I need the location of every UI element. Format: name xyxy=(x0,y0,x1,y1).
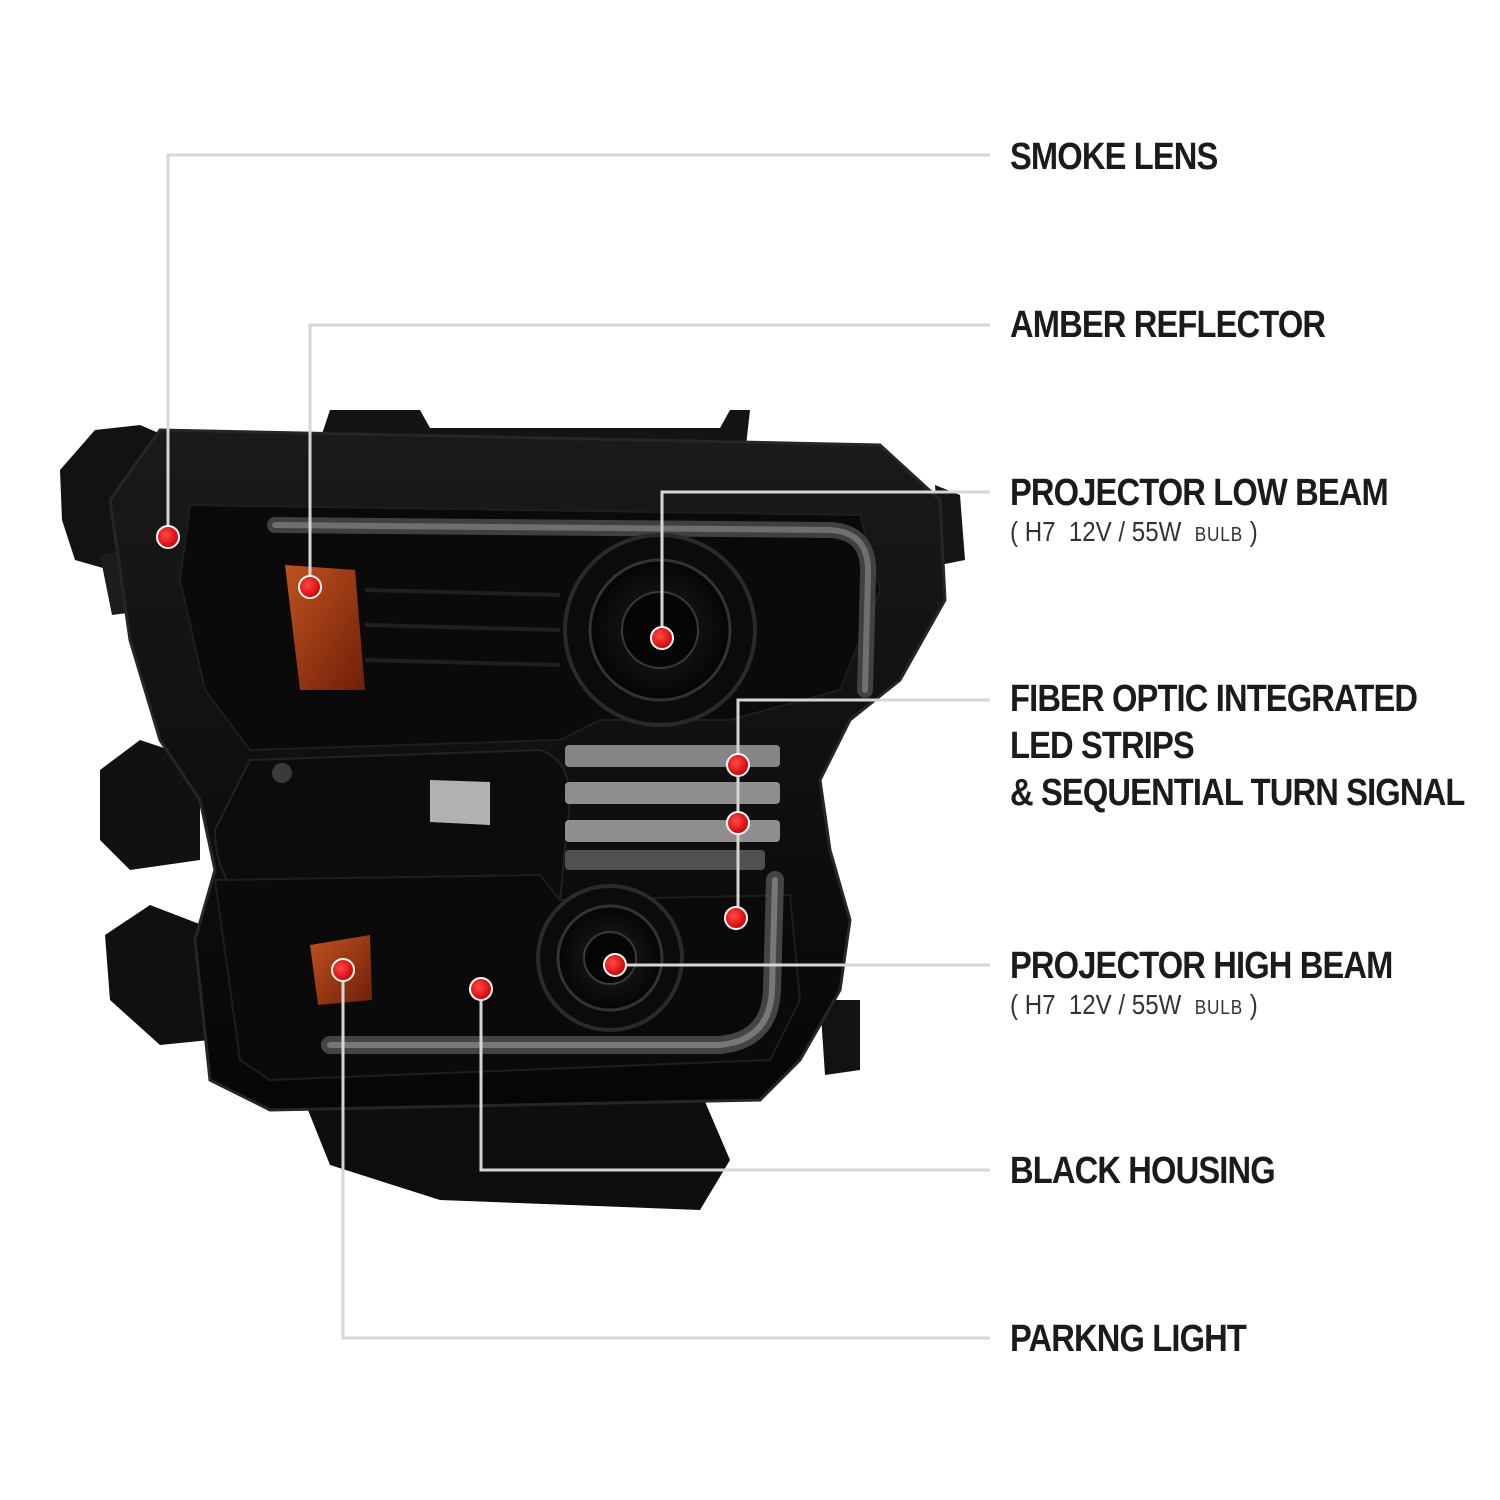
label-projector-high-beam-title: PROJECTOR HIGH BEAM xyxy=(1010,945,1393,987)
label-projector-low-beam-title: PROJECTOR LOW BEAM xyxy=(1010,472,1389,514)
leader-line-projector-low-beam xyxy=(660,490,990,638)
headlight-housing xyxy=(60,410,965,1210)
label-projector-low-beam-spec: ( H7 12V / 55W BULB ) xyxy=(1010,516,1258,547)
label-parking-light: PARKNG LIGHT xyxy=(1010,1316,1247,1363)
label-parking-light-title: PARKNG LIGHT xyxy=(1010,1318,1247,1360)
leader-line-fiber-optic xyxy=(736,698,990,765)
low-beam-rating: 12V / 55W xyxy=(1068,516,1182,547)
label-smoke-lens: SMOKE LENS xyxy=(1010,134,1218,181)
marker-led-1 xyxy=(726,753,750,777)
leader-line-black-housing xyxy=(479,989,990,1172)
high-beam-unit: BULB xyxy=(1194,997,1244,1019)
high-beam-bulb-type: H7 xyxy=(1024,989,1056,1020)
led-strip-bars xyxy=(565,745,780,870)
label-smoke-lens-title: SMOKE LENS xyxy=(1010,136,1218,178)
label-projector-low-beam: PROJECTOR LOW BEAM ( H7 12V / 55W BULB ) xyxy=(1010,470,1389,550)
marker-projector-low-beam xyxy=(650,626,674,650)
marker-projector-high-beam xyxy=(603,953,627,977)
leader-line-amber-reflector xyxy=(308,323,990,587)
label-fiber-optic-line-2: LED STRIPS xyxy=(1010,725,1195,767)
label-black-housing: BLACK HOUSING xyxy=(1010,1148,1276,1195)
leader-line-smoke-lens xyxy=(166,153,990,537)
high-beam-rating: 12V / 55W xyxy=(1068,989,1182,1020)
marker-parking-light xyxy=(331,958,355,982)
leader-lines xyxy=(166,153,990,1340)
label-projector-high-beam-spec: ( H7 12V / 55W BULB ) xyxy=(1010,989,1258,1020)
low-beam-unit: BULB xyxy=(1194,524,1244,546)
callout-markers xyxy=(156,525,750,1001)
label-fiber-optic-line-3: & SEQUENTIAL TURN SIGNAL xyxy=(1010,772,1465,814)
marker-black-housing xyxy=(469,977,493,1001)
label-amber-reflector-title: AMBER REFLECTOR xyxy=(1010,304,1326,346)
marker-led-3 xyxy=(724,906,748,930)
label-black-housing-title: BLACK HOUSING xyxy=(1010,1150,1276,1192)
low-beam-bulb-type: H7 xyxy=(1024,516,1056,547)
leader-line-parking-light xyxy=(341,970,990,1340)
marker-led-2 xyxy=(726,811,750,835)
label-fiber-optic-led: FIBER OPTIC INTEGRATED LED STRIPS & SEQU… xyxy=(1010,676,1465,817)
marker-amber-reflector xyxy=(298,575,322,599)
marker-smoke-lens xyxy=(156,525,180,549)
label-amber-reflector: AMBER REFLECTOR xyxy=(1010,302,1326,349)
label-fiber-optic-line-1: FIBER OPTIC INTEGRATED xyxy=(1010,678,1418,720)
label-projector-high-beam: PROJECTOR HIGH BEAM ( H7 12V / 55W BULB … xyxy=(1010,943,1393,1023)
